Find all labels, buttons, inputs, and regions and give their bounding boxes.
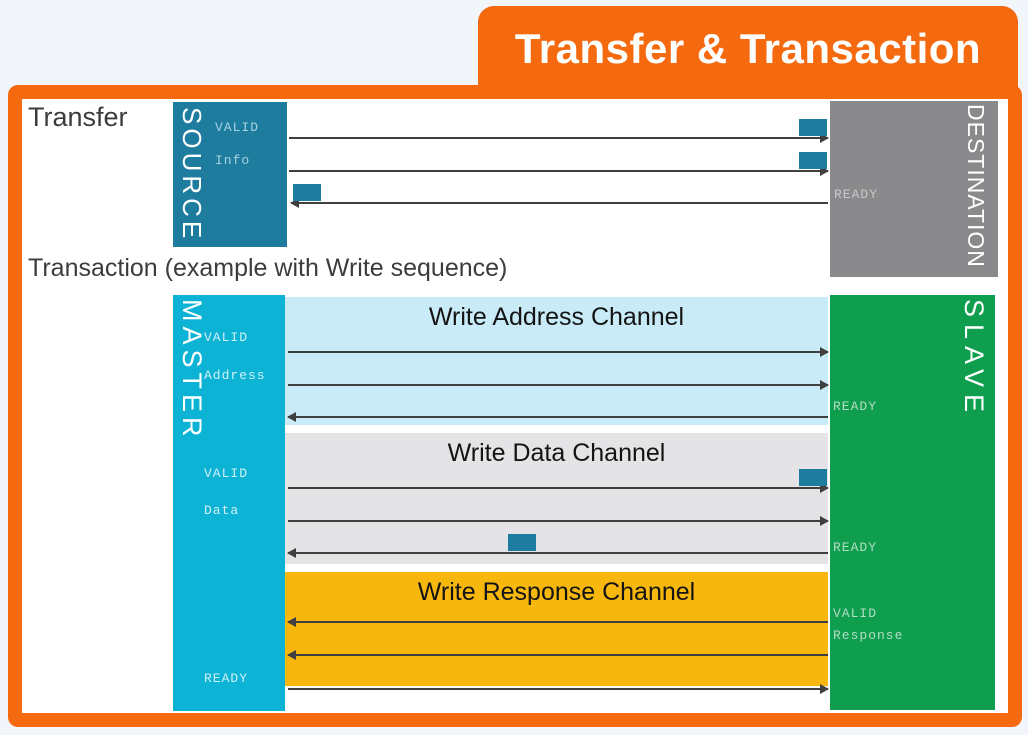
slave-response-signal-label: Response <box>833 628 904 643</box>
write-address-channel-band: Write Address Channel <box>285 297 828 425</box>
page-title: Transfer & Transaction <box>514 25 982 72</box>
address-payload-arrow <box>288 380 829 390</box>
data-payload-arrow <box>288 516 829 526</box>
master-data-signal-label: Data <box>204 503 240 518</box>
transaction-heading: Transaction (example with Write sequence… <box>28 254 508 282</box>
source-box <box>173 102 287 247</box>
write-data-channel-title: Write Data Channel <box>447 439 666 467</box>
write-address-channel-title: Write Address Channel <box>428 303 685 331</box>
transfer-valid-arrow <box>289 133 829 143</box>
data-ready-pulse-marker <box>508 534 536 551</box>
address-ready-arrow <box>287 412 828 422</box>
write-response-channel-title: Write Response Channel <box>417 578 696 606</box>
master-wvalid-signal-label: VALID <box>204 466 249 481</box>
source-valid-signal-label: VALID <box>215 120 260 135</box>
transfer-ready-pulse-marker <box>293 184 321 201</box>
transfer-heading: Transfer <box>28 102 128 132</box>
transfer-ready-arrow <box>290 198 828 208</box>
response-valid-arrow <box>287 617 828 627</box>
address-valid-arrow <box>288 347 829 357</box>
write-response-channel-band: Write Response Channel <box>285 572 828 686</box>
slave-box-label: SLAVE <box>959 299 989 420</box>
destination-ready-signal-label: READY <box>834 187 879 202</box>
master-box-label: MASTER <box>177 299 207 442</box>
write-data-channel-band: Write Data Channel <box>285 433 828 564</box>
destination-box <box>830 101 998 277</box>
master-address-signal-label: Address <box>204 368 266 383</box>
destination-box-label: DESTINATION <box>963 104 989 268</box>
source-info-signal-label: Info <box>215 153 251 168</box>
data-valid-arrow <box>288 483 829 493</box>
transfer-info-pulse-marker <box>799 152 827 169</box>
data-ready-arrow <box>287 548 828 558</box>
data-valid-pulse-marker <box>799 469 827 486</box>
transfer-info-arrow <box>289 166 829 176</box>
response-ready-arrow <box>288 684 829 694</box>
slave-wready-signal-label: READY <box>833 540 878 555</box>
source-box-label: SOURCE <box>177 107 207 243</box>
master-bready-signal-label: READY <box>204 671 249 686</box>
response-payload-arrow <box>287 650 828 660</box>
master-awvalid-signal-label: VALID <box>204 330 249 345</box>
transfer-valid-pulse-marker <box>799 119 827 136</box>
master-box <box>173 295 285 711</box>
slave-awready-signal-label: READY <box>833 399 878 414</box>
slave-bvalid-signal-label: VALID <box>833 606 878 621</box>
title-tab: Transfer & Transaction <box>478 6 1018 100</box>
slave-box <box>830 295 995 710</box>
